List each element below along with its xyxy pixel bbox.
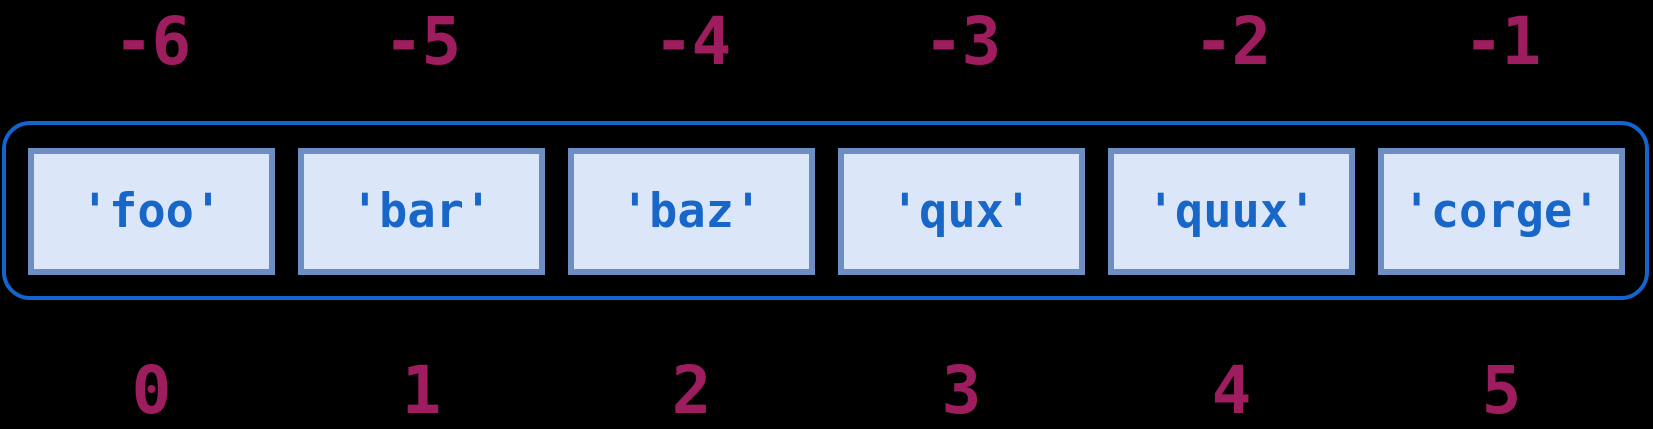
positive-index-label: 5 (1481, 351, 1522, 429)
negative-index-label: -4 (653, 2, 731, 80)
list-cell-value: 'corge' (1402, 184, 1601, 239)
list-cell: 'bar' (298, 148, 545, 275)
list-cell-value: 'baz' (620, 184, 763, 239)
list-cell: 'quux' (1108, 148, 1355, 275)
list-cell: 'corge' (1378, 148, 1625, 275)
negative-index-label: -5 (383, 2, 461, 80)
list-cell-value: 'quux' (1146, 184, 1317, 239)
list-cell-value: 'qux' (890, 184, 1033, 239)
negative-index-label: -6 (113, 2, 191, 80)
list-column: -3 'qux' 3 (838, 0, 1085, 429)
positive-index-label: 4 (1211, 351, 1252, 429)
list-column: -2 'quux' 4 (1108, 0, 1355, 429)
negative-index-label: -2 (1193, 2, 1271, 80)
positive-index-label: 0 (131, 351, 172, 429)
list-cell-value: 'foo' (80, 184, 223, 239)
positive-index-label: 1 (401, 351, 442, 429)
list-container-outline (2, 121, 1649, 300)
list-cell: 'foo' (28, 148, 275, 275)
list-cell: 'qux' (838, 148, 1085, 275)
list-columns: -6 'foo' 0 -5 'bar' 1 -4 'baz' 2 -3 'qux… (28, 0, 1625, 429)
list-column: -5 'bar' 1 (298, 0, 545, 429)
list-column: -6 'foo' 0 (28, 0, 275, 429)
negative-index-label: -1 (1463, 2, 1541, 80)
positive-index-label: 3 (941, 351, 982, 429)
list-column: -4 'baz' 2 (568, 0, 815, 429)
list-column: -1 'corge' 5 (1378, 0, 1625, 429)
list-cell-value: 'bar' (350, 184, 493, 239)
positive-index-label: 2 (671, 351, 712, 429)
list-cell: 'baz' (568, 148, 815, 275)
negative-index-label: -3 (923, 2, 1001, 80)
